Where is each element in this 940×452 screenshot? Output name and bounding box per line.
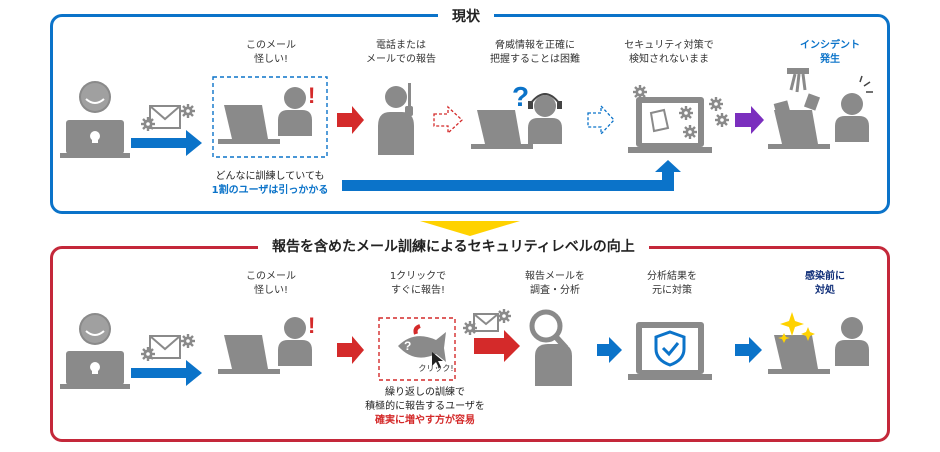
cb1a-line: このメール [246,271,296,282]
sparkle-icon [780,312,804,336]
ct2a-line: 電話または [376,40,426,51]
cb3a-line: 報告メールを [525,271,585,282]
caption-report-top: 電話またはメールでの報告 [356,39,446,67]
infected-laptop-icon-top [628,83,731,153]
bypass-arrow-top [342,160,681,191]
send-arrow-bottom [131,360,202,386]
current-state-title: 現状 [438,6,494,26]
transition-down-arrow [420,221,520,236]
svg-text:!: ! [308,83,315,108]
note-bottom-line2: 積極的に報告するユーザを [365,401,485,412]
note-top-line2: 1割のユーザは引っかかる [211,185,329,196]
shield-laptop-icon [628,322,712,380]
blue-arrow-bottom-2 [735,337,762,363]
svg-text:?: ? [512,81,529,112]
send-arrow-top [131,130,202,156]
caption-undetected-top: セキュリティ対策で検知されないまま [617,39,721,67]
phishing-mail-icon-bottom [139,332,197,363]
note-bottom-line3: 確実に増やす方が容易 [375,415,475,426]
ct5a-line: インシデント [800,40,860,51]
report-button-box [378,317,456,381]
ct4a-line: セキュリティ対策で [624,40,714,51]
ct3b-line: 把握することは困難 [490,54,580,65]
caption-oneclick-bottom: 1クリックですぐに報告! [376,270,460,298]
phishing-mail-icon-top [139,102,197,133]
svg-text:?: ? [404,339,411,353]
cb3b-line: 調査・分析 [530,285,580,296]
phone-report-icon [378,83,414,155]
dotted-blue-arrow-top [587,104,615,136]
caption-investigate-bottom: 報告メールを調査・分析 [510,270,600,298]
attacker-icon-top [60,81,130,158]
caption-prevent-bottom: 感染前に対処 [790,270,860,298]
user-icon-top-1: ! [218,83,315,144]
caption-suspicious-bottom: このメール怪しい! [236,270,306,298]
svg-text:!: ! [308,313,315,338]
caption-grasp-top: 脅威情報を正確に把握することは困難 [480,39,590,67]
caption-suspicious-top-l1: このメール [236,39,306,53]
forward-mail-icon [461,307,513,337]
red-arrow-top-1 [337,106,364,134]
purple-arrow-top [735,106,764,134]
user-icon-bottom-1: ! [218,313,315,374]
cb5b-line: 対処 [815,285,835,296]
attacker-icon-bottom [60,313,130,389]
helpdesk-icon: ? [471,81,562,149]
prevent-user-icon [768,312,869,374]
note-bottom: 繰り返しの訓練で 積極的に報告するユーザを 確実に増やす方が容易 [340,386,510,428]
ct2b-line: メールでの報告 [366,54,436,65]
caption-incident-top: インシデント発生 [790,39,870,67]
improvement-title: 報告を含めたメール訓練によるセキュリティレベルの向上 [258,236,649,256]
caption-suspicious-top-l2: 怪しい! [236,53,306,67]
caption-suspicious-top: このメール 怪しい! [236,39,306,67]
red-arrow-bottom-1 [337,336,364,364]
note-top-line1: どんなに訓練していても [215,171,325,182]
caption-respond-bottom: 分析結果を元に対策 [630,270,714,298]
ct1b-line: 怪しい! [253,54,288,65]
red-arrow-bottom-2 [474,330,520,362]
cb4a-line: 分析結果を [647,271,697,282]
ct1a-line: このメール [246,40,296,51]
cb4b-line: 元に対策 [652,285,692,296]
dotted-red-arrow-top [433,105,463,135]
click-label: クリック! [418,364,454,373]
cb5a-line: 感染前に [805,271,845,282]
suspicious-user-box-top [212,76,328,158]
incident-icon [768,68,873,149]
note-top: どんなに訓練していても 1割のユーザは引っかかる [190,170,350,198]
ct4b-line: 検知されないまま [629,54,709,65]
blue-arrow-bottom-1 [597,337,622,363]
ct3a-line: 脅威情報を正確に [495,40,575,51]
cb1b-line: 怪しい! [253,285,288,296]
phishing-fish-icon: ? [398,324,446,368]
note-bottom-line1: 繰り返しの訓練で [385,387,465,398]
ct5b-line: 発生 [820,54,840,65]
magnifier-icon [529,309,572,386]
cb2b-line: すぐに報告! [390,285,445,296]
cb2a-line: 1クリックで [389,271,447,282]
